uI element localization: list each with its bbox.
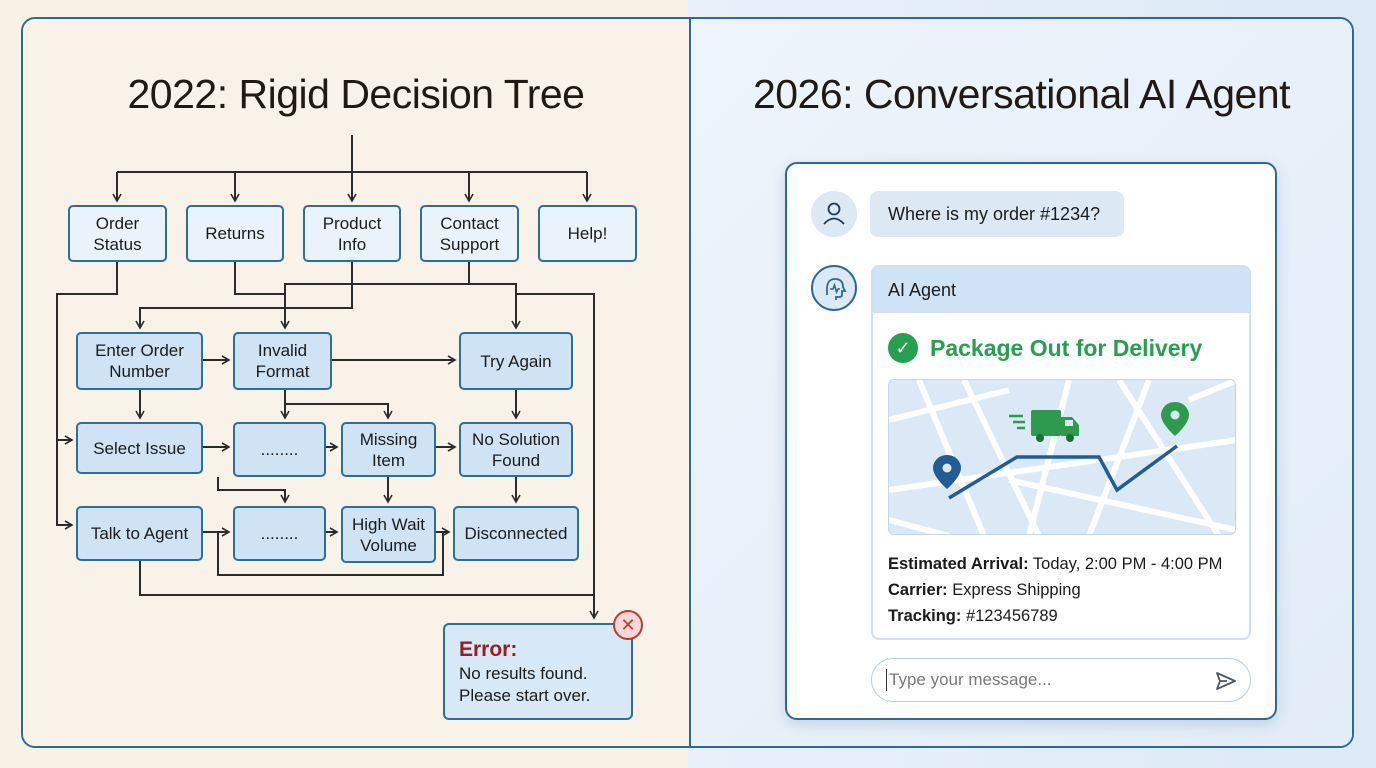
node-missing-item: Missing Item — [341, 422, 436, 477]
carrier-row: Carrier: Express Shipping — [888, 577, 1222, 603]
truck-icon — [1009, 410, 1079, 442]
origin-pin-icon — [933, 455, 961, 489]
node-contact-support: Contact Support — [420, 205, 519, 262]
node-ellipsis: ........ — [233, 506, 326, 561]
delivery-details: Estimated Arrival: Today, 2:00 PM - 4:00… — [888, 551, 1222, 629]
destination-pin-icon — [1161, 402, 1189, 436]
delivery-map — [888, 379, 1236, 535]
arrival-row: Estimated Arrival: Today, 2:00 PM - 4:00… — [888, 551, 1222, 577]
delivery-status: ✓ Package Out for Delivery — [888, 333, 1202, 363]
error-title: Error: — [459, 638, 518, 661]
ai-agent-label: AI Agent — [873, 267, 1249, 313]
tracking-label: Tracking: — [888, 607, 962, 625]
node-select-issue: Select Issue — [76, 422, 203, 474]
error-box: Error: No results found. Please start ov… — [443, 623, 633, 720]
carrier-label: Carrier: — [888, 581, 948, 599]
tracking-value: #123456789 — [961, 607, 1058, 625]
ai-response-card: AI Agent ✓ Package Out for Delivery — [871, 265, 1251, 640]
right-title: 2026: Conversational AI Agent — [752, 71, 1291, 117]
carrier-value: Express Shipping — [947, 581, 1081, 599]
user-message: Where is my order #1234? — [870, 191, 1124, 237]
error-line-1: No results found. — [459, 664, 588, 683]
node-help: Help! — [538, 205, 637, 262]
node-high-wait-volume: High Wait Volume — [341, 506, 436, 563]
close-icon: ✕ — [613, 610, 643, 640]
node-disconnected: Disconnected — [453, 506, 579, 561]
text-caret — [886, 669, 887, 691]
check-icon: ✓ — [888, 333, 918, 363]
node-order-status: Order Status — [68, 205, 167, 262]
node-ellipsis: ........ — [233, 422, 326, 477]
node-talk-to-agent: Talk to Agent — [76, 506, 203, 561]
ai-head-icon — [811, 265, 857, 311]
tracking-row: Tracking: #123456789 — [888, 603, 1222, 629]
message-input-bar — [871, 658, 1251, 702]
node-returns: Returns — [186, 205, 284, 262]
left-title: 2022: Rigid Decision Tree — [127, 71, 585, 117]
node-try-again: Try Again — [459, 332, 573, 390]
status-text: Package Out for Delivery — [930, 334, 1203, 361]
arrival-value: Today, 2:00 PM - 4:00 PM — [1028, 555, 1223, 573]
node-invalid-format: Invalid Format — [233, 332, 332, 390]
user-icon — [811, 191, 857, 237]
node-product-info: Product Info — [303, 205, 401, 262]
node-enter-order-number: Enter Order Number — [76, 332, 203, 390]
error-line-2: Please start over. — [459, 686, 591, 705]
arrival-label: Estimated Arrival: — [888, 555, 1029, 573]
message-input[interactable] — [887, 669, 1191, 691]
send-icon[interactable] — [1214, 669, 1238, 693]
node-no-solution-found: No Solution Found — [459, 422, 573, 477]
